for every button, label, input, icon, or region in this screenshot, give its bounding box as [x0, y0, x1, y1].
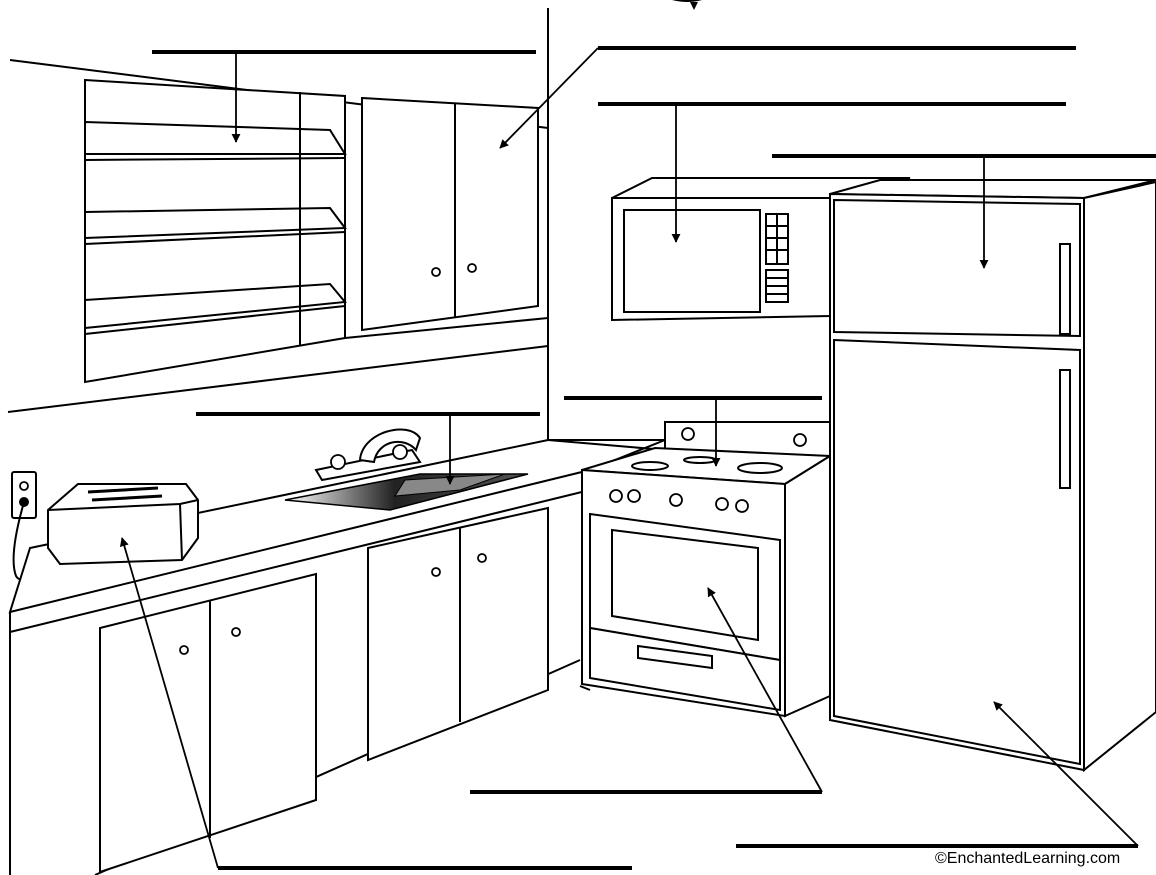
- wall-bottom-line: [7, 345, 549, 413]
- pointer-arrow: [499, 47, 599, 149]
- pointer-arrow: [707, 587, 823, 793]
- lower-cabinets: [9, 506, 581, 875]
- stove-oven: [581, 421, 834, 718]
- countertop: [8, 439, 666, 633]
- label-sink: [196, 412, 540, 485]
- label-open-shelves: [152, 50, 536, 143]
- pointer-arrow: [119, 537, 219, 869]
- label-oven: [470, 587, 823, 794]
- label-freezer: [772, 154, 1156, 269]
- toaster: [47, 483, 199, 566]
- sink: [284, 428, 529, 511]
- open-shelves: [84, 78, 347, 384]
- pointer-arrow: [993, 701, 1139, 847]
- floor-line: [579, 685, 591, 691]
- copyright-text: ©EnchantedLearning.com: [935, 850, 1121, 867]
- label-cabinet: [499, 46, 1076, 149]
- refrigerator: [829, 179, 1156, 773]
- label-refrigerator: [736, 701, 1139, 848]
- label-microwave: [598, 102, 1066, 243]
- title-fragment: [672, 0, 702, 10]
- upper-cabinet: [344, 96, 549, 339]
- label-stove: [564, 396, 822, 467]
- label-toaster: [119, 537, 632, 870]
